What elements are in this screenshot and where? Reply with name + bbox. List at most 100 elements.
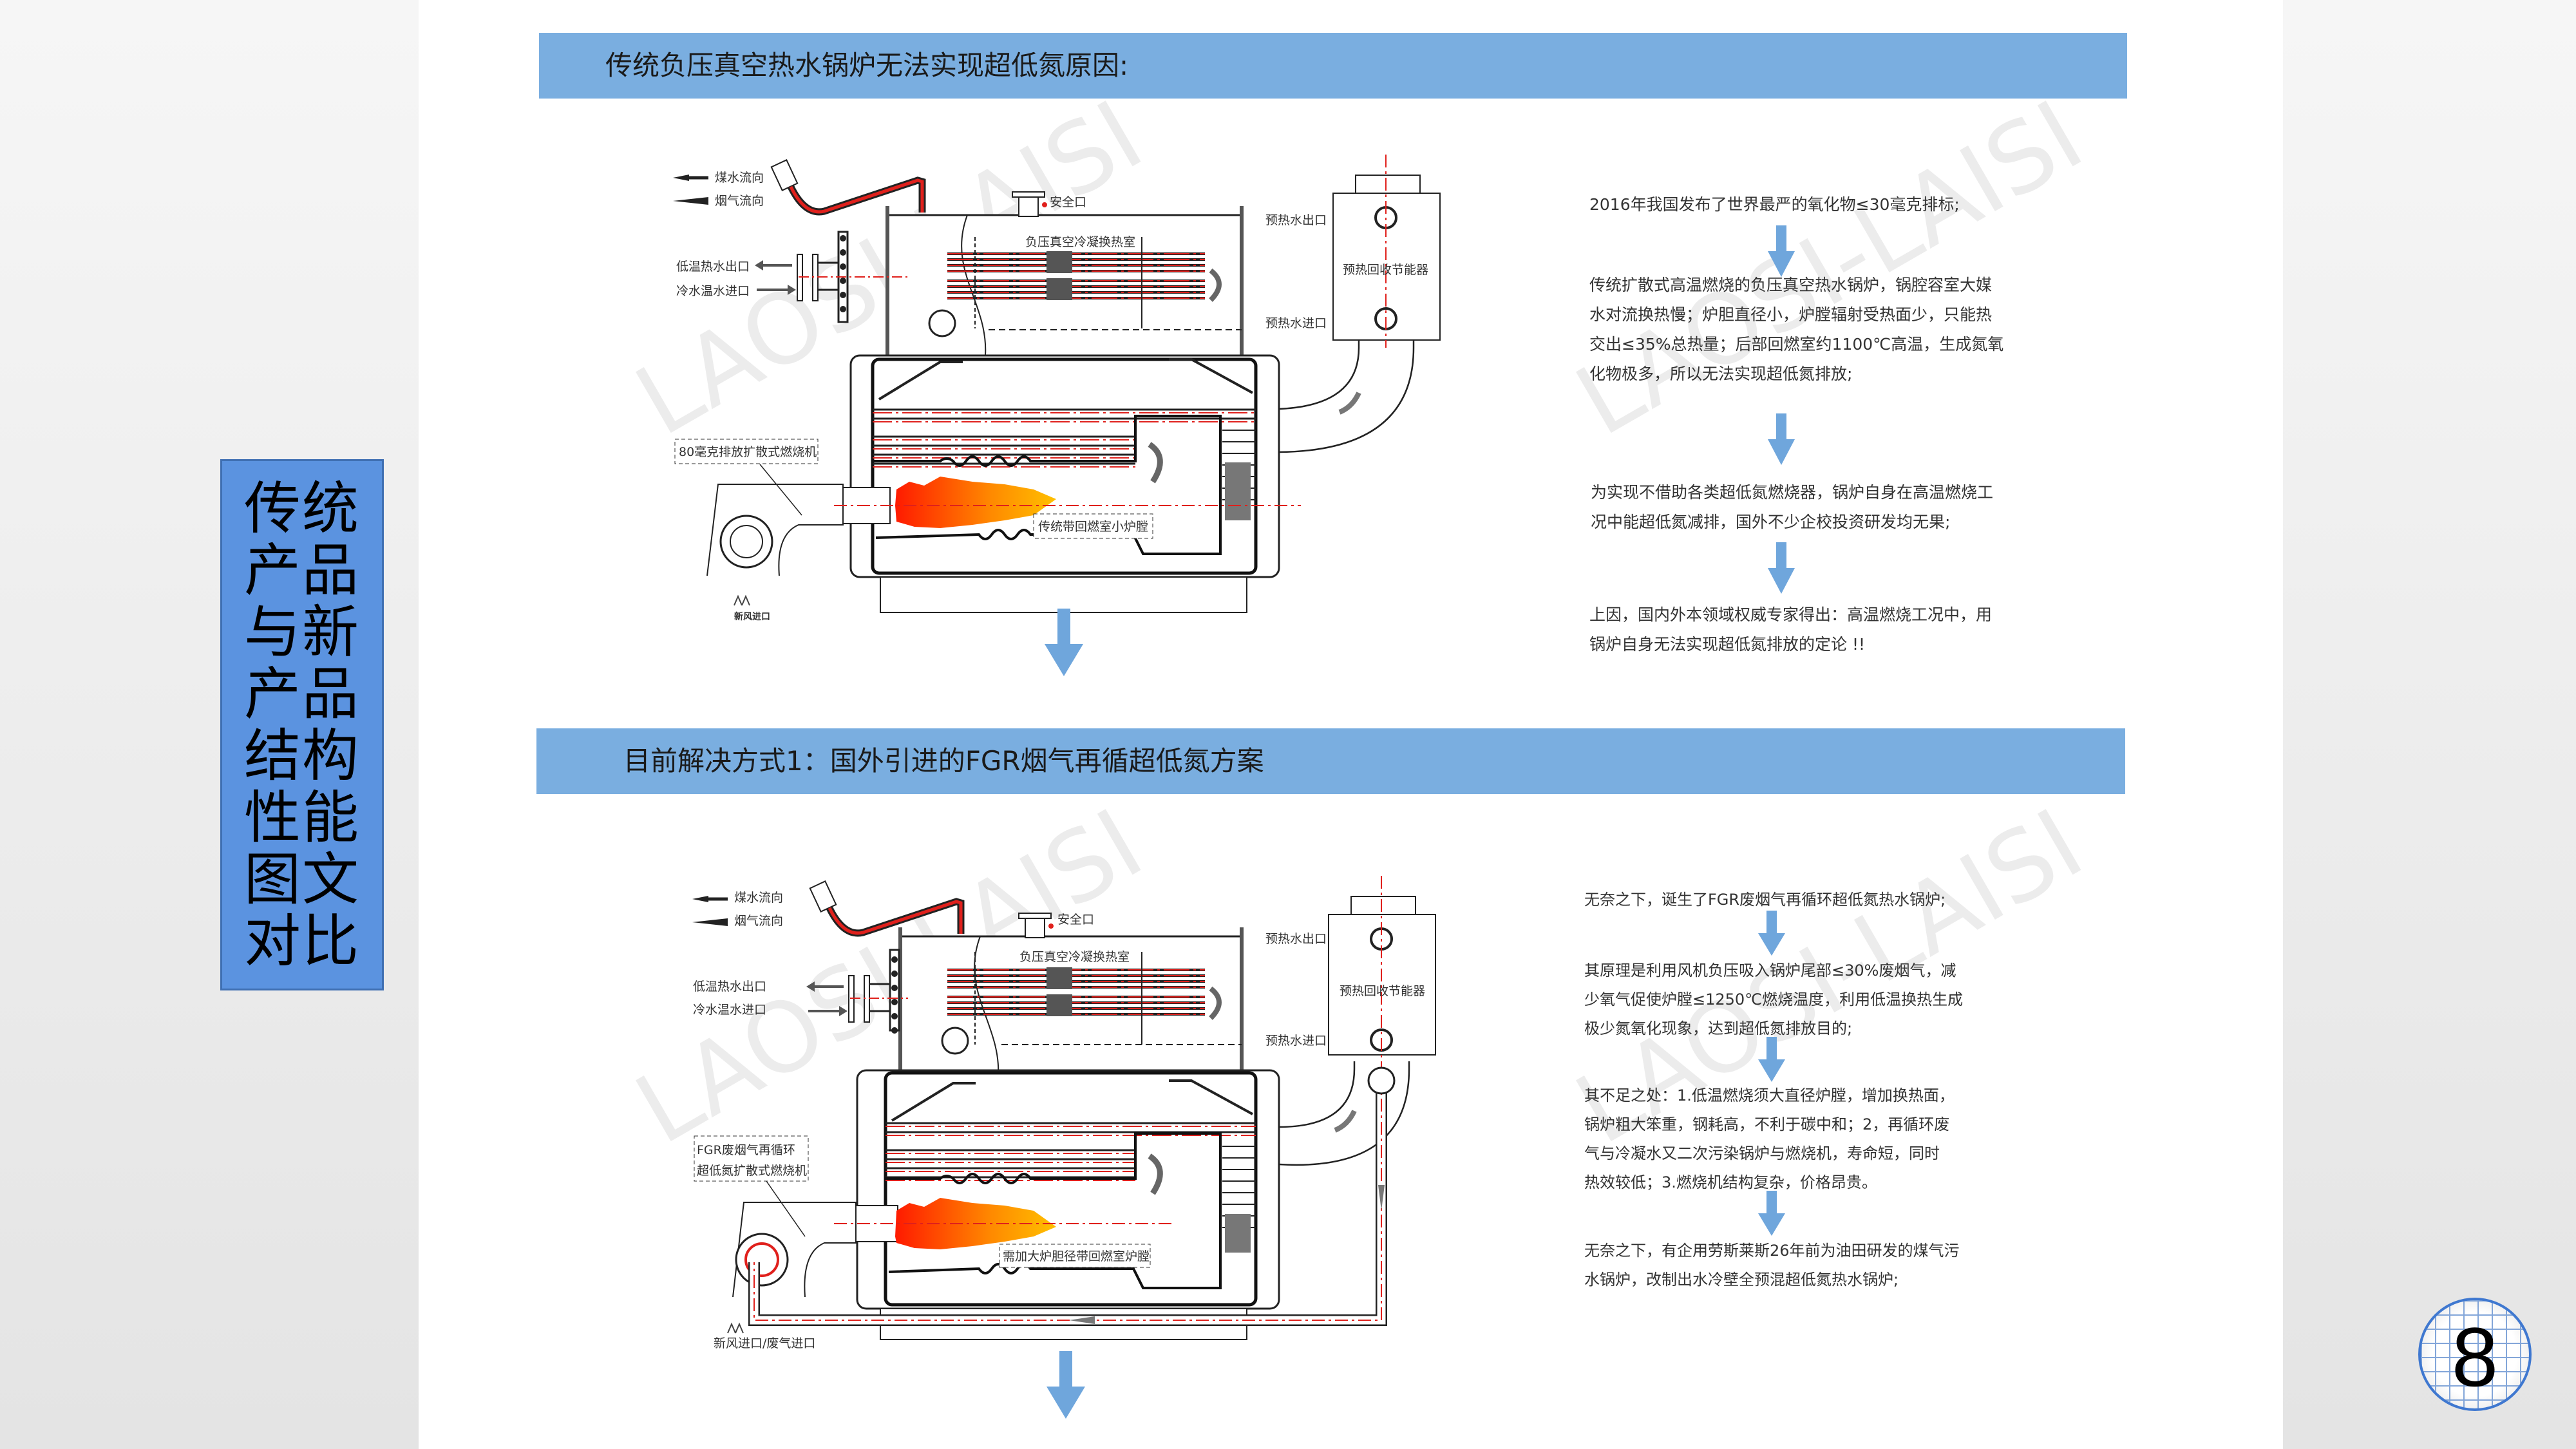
side-title-line: 与新 — [243, 598, 360, 665]
label-burner-2: 超低氮扩散式燃烧机 — [697, 1164, 807, 1178]
flange-bolt — [891, 956, 898, 963]
safety-port-flange — [1012, 191, 1045, 198]
paragraph-line: 水对流换热慢；炉胆直径小，炉膛辐射受热面少，只能热 — [1589, 305, 1993, 324]
rear-tube-bundle — [1225, 1214, 1251, 1253]
section1-header: 传统负压真空热水锅炉无法实现超低氮原因: — [539, 33, 2127, 99]
label-safety-port: 安全口 — [1057, 913, 1094, 927]
label-hot-water-outlet: 低温热水出口 — [693, 980, 766, 994]
flow-arrow-icon — [1334, 1110, 1357, 1133]
flow-arrow-icon — [1758, 1037, 1785, 1082]
page-number: 8 — [2451, 1310, 2499, 1404]
baffle — [878, 361, 963, 401]
rear-tube-bundle — [1225, 462, 1251, 520]
flange-bolt — [891, 999, 898, 1005]
section2-text: 其原理是利用风机负压吸入锅炉尾部≤30%废烟气，减 少氧气促使炉膛≤1250℃燃… — [1584, 956, 1963, 1043]
side-title-line: 结构 — [243, 722, 360, 789]
drain-pipe-core — [789, 178, 924, 214]
safety-port — [1025, 915, 1045, 938]
side-title-line: 性能 — [243, 784, 360, 851]
turn-arrow-icon — [1148, 1153, 1163, 1195]
label-economizer: 预热回收节能器 — [1343, 263, 1428, 277]
section2-text: 无奈之下，有企用劳斯莱斯26年前为油田研发的煤气污 水锅炉，改制出水冷壁全预混超… — [1584, 1236, 1960, 1294]
paragraph-line: 为实现不借助各类超低氮燃烧器，锅炉自身在高温燃烧工 — [1591, 483, 1994, 502]
page-number-badge: 8 — [2418, 1298, 2532, 1411]
safety-port-flange — [1018, 913, 1052, 919]
label-safety-port: 安全口 — [1050, 195, 1086, 209]
furnace-label-box — [999, 1244, 1151, 1268]
fgr-boiler-diagram: 煤水流向 烟气流向 低温热水出口 冷水温水进口 安全口 负压真空冷凝换热室 预热… — [692, 876, 1436, 1350]
turn-arrow-icon — [1148, 442, 1163, 484]
label-burner-1: FGR废烟气再循环 — [697, 1143, 795, 1157]
tube-support — [1046, 251, 1072, 273]
flange-bolt — [840, 306, 846, 312]
paragraph-line: 上因，国内外本领域权威专家得出：高温燃烧工况中，用 — [1589, 605, 1993, 624]
outlet-arrow-icon — [755, 260, 763, 270]
label-preheat-outlet: 预热水出口 — [1265, 213, 1327, 227]
fgr-flow-arrow-icon — [1378, 1185, 1385, 1211]
flame — [895, 477, 1056, 528]
fgr-port — [1367, 1066, 1396, 1095]
economizer-stub — [1355, 175, 1421, 194]
flue-elbow — [1278, 340, 1415, 453]
paragraph-line: 气与冷凝水又二次污染锅炉与燃烧机，寿命短，同时 — [1584, 1144, 1940, 1162]
turn-arrow-icon — [1209, 986, 1222, 1020]
burner-label-box — [674, 439, 819, 464]
label-preheat-outlet: 预热水出口 — [1265, 932, 1327, 946]
side-title-line: 图文 — [243, 846, 360, 913]
baffle — [1169, 358, 1253, 394]
paragraph-line: 传统扩散式高温燃烧的负压真空热水锅炉，锅腔容室大媒 — [1589, 276, 1993, 294]
paragraph-line: 少氧气促使炉膛≤1250℃燃烧温度，利用低温换热生成 — [1584, 990, 1964, 1009]
label-cold-water-inlet: 冷水温水进口 — [693, 1003, 766, 1017]
tube-support — [1046, 994, 1072, 1016]
flange-bolt — [840, 263, 846, 270]
label-condensing-chamber: 负压真空冷凝换热室 — [1025, 235, 1135, 249]
flange-bolt — [891, 985, 898, 991]
section1-text: 为实现不借助各类超低氮燃烧器，锅炉自身在高温燃烧工 况中能超低氮减排，国外不少企… — [1591, 478, 1993, 537]
inlet-arrow-icon — [727, 1322, 744, 1334]
traditional-boiler-diagram: 煤水流向 烟气流向 低温热水出口 冷水温水进口 安全口 负压真空冷凝换热室 预热… — [673, 155, 1441, 622]
safety-valve-icon — [1048, 923, 1054, 929]
side-title-line: 传统 — [243, 475, 360, 542]
flange-bolt — [891, 971, 898, 977]
flow-arrow-icon — [1758, 911, 1785, 956]
section2-title: 目前解决方式1：国外引进的FGR烟气再循超低氮方案 — [623, 745, 1264, 777]
burner-label-box — [694, 1135, 809, 1182]
label-economizer: 预热回收节能器 — [1340, 984, 1425, 998]
side-title-line: 产品 — [243, 536, 360, 603]
flow-arrow-icon — [1758, 1191, 1785, 1236]
paragraph-line: 其不足之处：1.低温燃烧须大直径炉膛，增加换热面， — [1584, 1086, 1955, 1104]
paragraph-line: 无奈之下，诞生了FGR废烟气再循环超低氮热水锅炉; — [1584, 891, 1946, 909]
flow-arrow-icon — [1338, 392, 1361, 415]
furnace-label-box — [1033, 513, 1153, 539]
burner-fan-inner — [730, 525, 763, 558]
paragraph-line: 锅炉粗大笨重，钢耗高，不利于碳中和；2，再循环废 — [1584, 1115, 1950, 1133]
flange-bolt — [840, 278, 846, 284]
label-air-inlet: 新风进口/废气进口 — [714, 1336, 815, 1350]
label-condensing-chamber: 负压真空冷凝换热室 — [1019, 950, 1130, 964]
tube-support — [1046, 278, 1072, 300]
burner-fan — [735, 1233, 789, 1287]
burner-leader-line — [766, 1180, 806, 1237]
paragraph-line: 无奈之下，有企用劳斯莱斯26年前为油田研发的煤气污 — [1584, 1242, 1960, 1260]
label-flue-gas-flow: 烟气流向 — [734, 914, 783, 928]
paragraph-line: 锅炉自身无法实现超低氮排放的定论 !! — [1589, 635, 1865, 654]
inlet-arrow-icon — [839, 1006, 848, 1016]
paragraph-line: 热效较低；3.燃烧机结构复杂，价格昂贵。 — [1584, 1173, 1877, 1191]
paragraph-line: 交出≤35%总热量；后部回燃室约1100℃高温，生成氮氧 — [1589, 335, 2004, 354]
section2-text: 其不足之处：1.低温燃烧须大直径炉膛，增加换热面， 锅炉粗大笨重，钢耗高，不利于… — [1584, 1081, 1955, 1197]
boiler-body — [856, 1069, 1280, 1310]
label-burner: 80毫克排放扩散式燃烧机 — [679, 445, 817, 459]
fgr-flow-arrow-icon — [1069, 1316, 1095, 1324]
flange-bolt — [891, 1027, 898, 1034]
big-down-arrow-icon — [1045, 609, 1083, 676]
safety-port — [1018, 194, 1039, 217]
paragraph-line: 水锅炉，改制出水冷壁全预混超低氮热水锅炉; — [1584, 1271, 1899, 1289]
baffle — [1169, 1079, 1253, 1115]
big-down-arrow-icon — [1046, 1351, 1085, 1419]
label-hot-water-outlet: 低温热水出口 — [676, 260, 750, 274]
label-preheat-inlet: 预热水进口 — [1265, 316, 1327, 330]
side-title-box: 传统 产品 与新 产品 结构 性能 图文 对比 — [220, 459, 384, 990]
turn-arrow-icon — [1209, 268, 1222, 302]
paragraph-line: 化物极多，所以无法实现超低氮排放; — [1589, 365, 1853, 383]
flow-arrow-icon — [1768, 542, 1795, 594]
